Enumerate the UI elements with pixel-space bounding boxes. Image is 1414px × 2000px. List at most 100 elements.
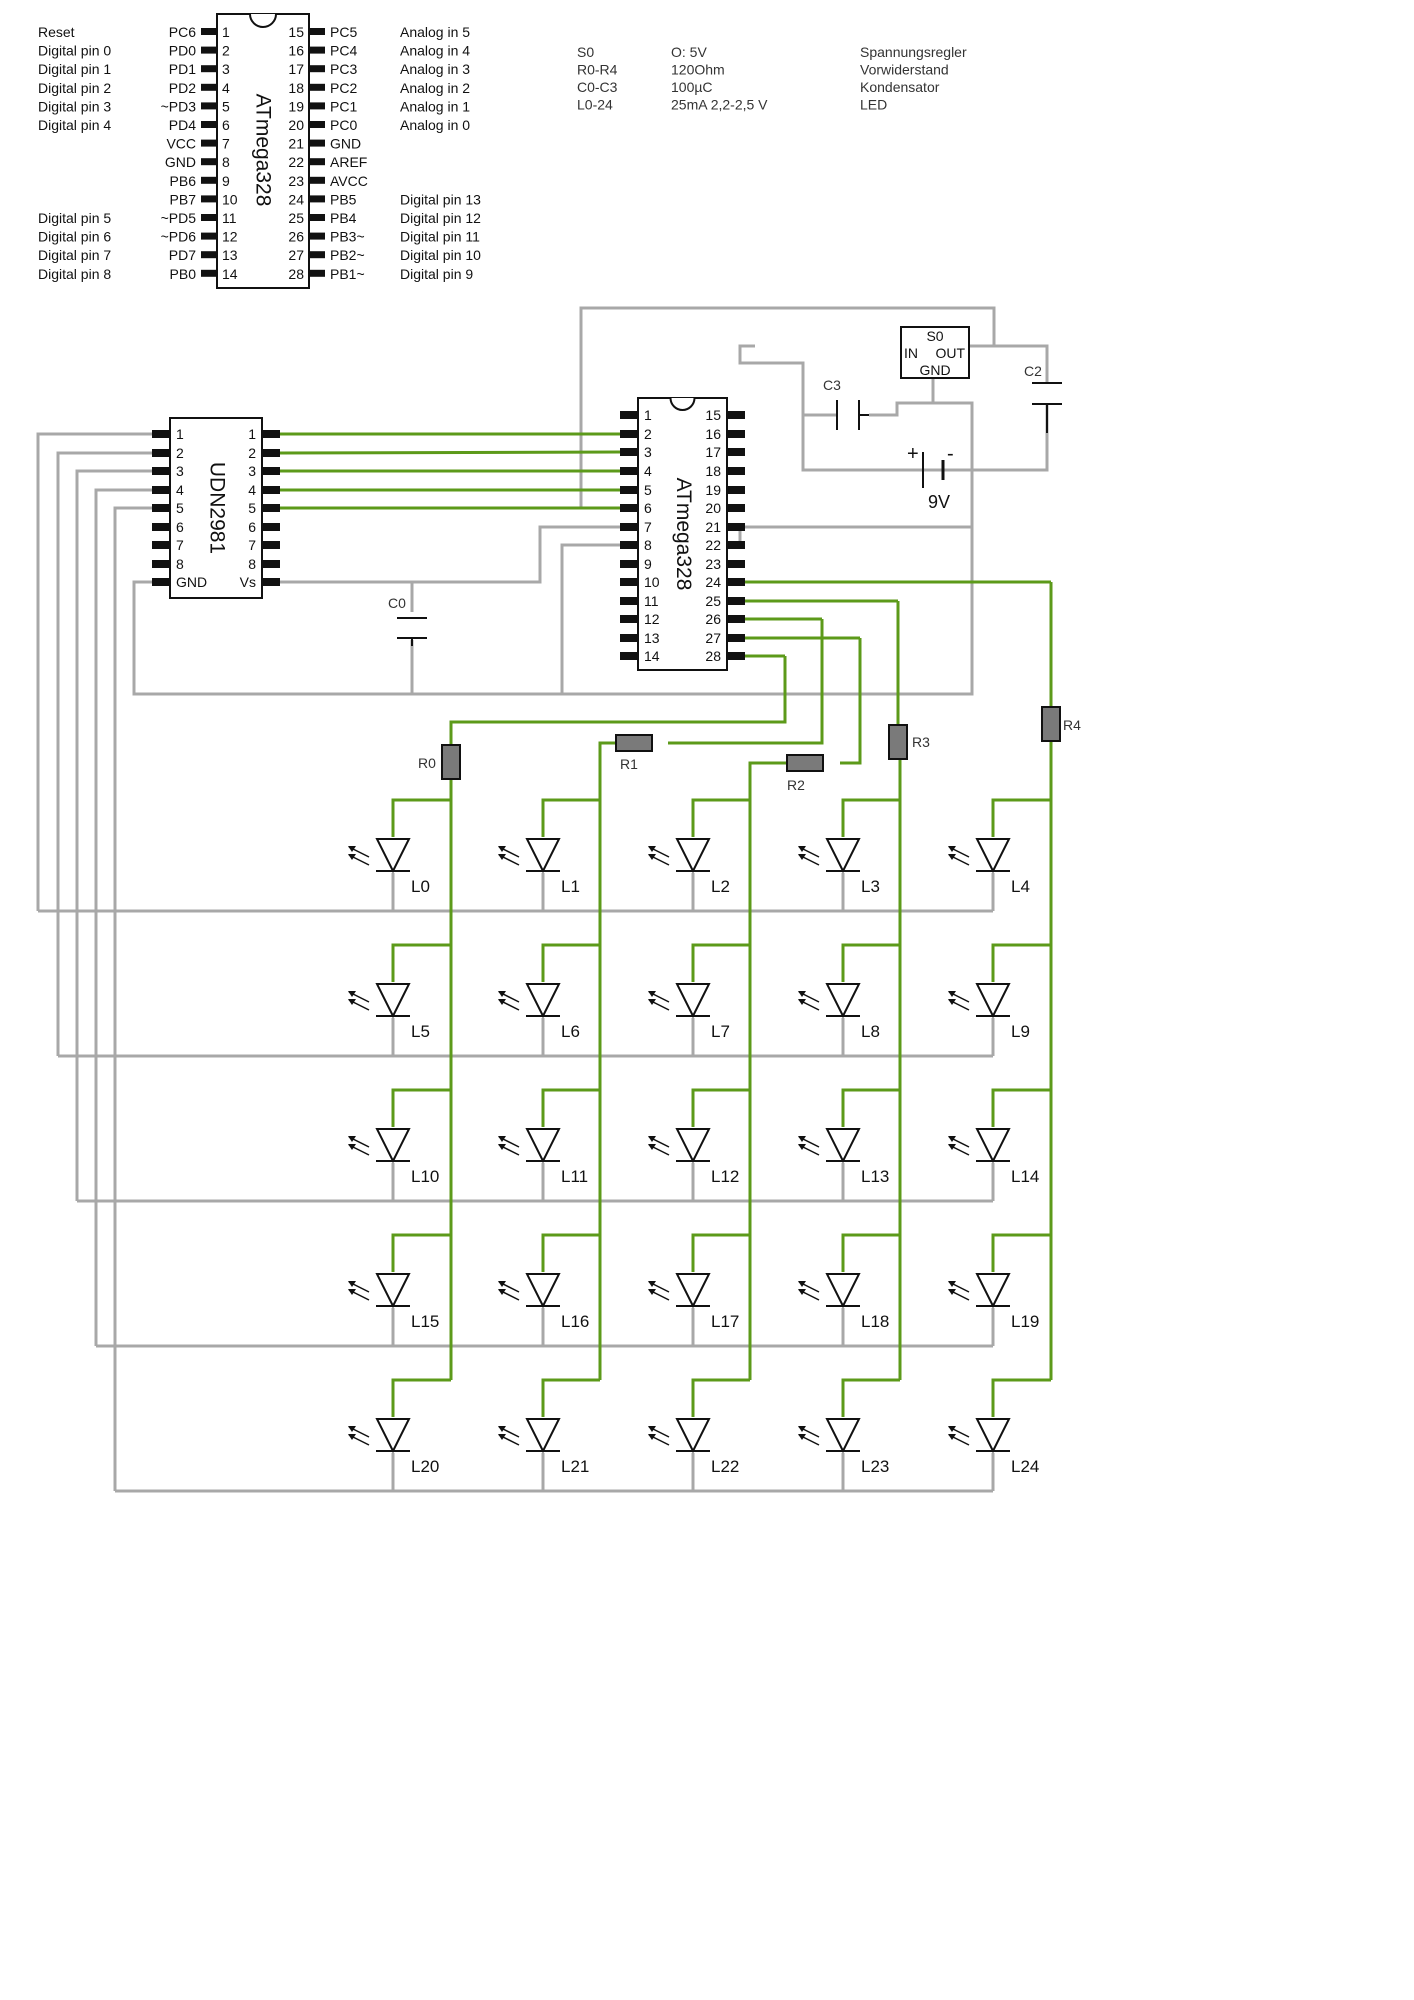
led-label: L9 — [1011, 1022, 1030, 1041]
led-label: L1 — [561, 877, 580, 896]
pinout-port-label: ~PD6 — [161, 229, 197, 245]
led-body — [825, 983, 861, 1019]
mcu-gnd-wire — [560, 543, 620, 694]
pinout-pin-number: 17 — [288, 61, 304, 77]
led-body — [525, 1128, 561, 1164]
capacitor-c0-label: C0 — [388, 595, 406, 611]
atmega328-chip-pin — [727, 615, 745, 623]
led-arrowhead — [948, 991, 956, 997]
pinout-pin-number: 10 — [222, 191, 238, 207]
udn-input-wire — [113, 506, 152, 1491]
led-arrowhead — [948, 999, 956, 1005]
pinout-pin-left — [201, 139, 217, 147]
led-arrowhead — [798, 1136, 806, 1142]
led-body — [975, 1128, 1011, 1164]
led-arrowhead — [648, 999, 656, 1005]
atmega328-chip-pin — [620, 486, 638, 494]
pinout-pin-right — [309, 176, 325, 184]
udn2981-chip-pin-label: 7 — [248, 537, 256, 553]
udn2981-chip-pin — [262, 449, 280, 457]
udn2981-chip-pin — [262, 504, 280, 512]
pinout-pin-right — [309, 102, 325, 110]
atmega328-chip-pin-label: 12 — [644, 611, 660, 627]
udn2981-chip-pin-label: Vs — [240, 574, 256, 590]
pinout-port-label: PC0 — [330, 117, 357, 133]
pinout-port-label: PC1 — [330, 98, 357, 114]
pinout-pin-number: 7 — [222, 136, 230, 152]
led-label: L2 — [711, 877, 730, 896]
pinout-function-label: Digital pin 9 — [400, 266, 473, 282]
pinout-pin-number: 4 — [222, 80, 230, 96]
pinout-pin-left — [201, 232, 217, 240]
led-anode-wire — [841, 1378, 900, 1417]
udn2981-chip-pin-label: 2 — [248, 445, 256, 461]
pinout-port-label: PD4 — [169, 117, 196, 133]
led-anode-wire — [541, 943, 600, 982]
pinout-port-label: AVCC — [330, 173, 368, 189]
atmega328-chip-pin — [620, 430, 638, 438]
atmega328-chip-pin — [727, 448, 745, 456]
capacitor-c2-label: C2 — [1024, 363, 1042, 379]
led-label: L15 — [411, 1312, 439, 1331]
pinout-port-label: ~PD3 — [161, 98, 197, 114]
c2-bottom-wire — [972, 404, 1049, 472]
pinout-pin-left — [201, 102, 217, 110]
pinout-function-label: Digital pin 1 — [38, 61, 111, 77]
led-arrowhead — [948, 1136, 956, 1142]
udn2981-chip-pin-label: 3 — [248, 463, 256, 479]
pinout-function-label: Analog in 0 — [400, 117, 470, 133]
component-layer — [152, 13, 1062, 1454]
led-arrowhead — [498, 999, 506, 1005]
atmega328-chip-pin — [620, 652, 638, 660]
udn2981-chip-pin — [262, 541, 280, 549]
atmega328-chip-pin — [620, 411, 638, 419]
pinout-pin-number: 22 — [288, 154, 304, 170]
led-arrowhead — [798, 1434, 806, 1440]
pinout-pin-left — [201, 28, 217, 35]
pinout-port-label: GND — [330, 136, 361, 152]
led-body — [675, 983, 711, 1019]
pinout-pin-left — [201, 158, 217, 166]
udn2981-chip-pin — [262, 467, 280, 475]
pinout-pin-right — [309, 214, 325, 221]
pinout-port-label: PB6 — [170, 173, 197, 189]
pinout-port-label: PC6 — [169, 24, 196, 40]
led-arrowhead — [798, 1281, 806, 1287]
pinout-function-label: Digital pin 2 — [38, 80, 111, 96]
pinout-pin-left — [201, 251, 217, 259]
c2-top-wire — [994, 344, 1049, 383]
udn2981-chip-pin-label: 7 — [176, 537, 184, 553]
led-arrowhead — [348, 846, 356, 852]
resistor-label: R1 — [620, 756, 638, 772]
pinout-port-label: PB0 — [170, 266, 197, 282]
legend-part-value: 100µC — [671, 79, 713, 95]
udn2981-chip-pin-label: 5 — [248, 500, 256, 516]
atmega328-chip-pin-label: 6 — [644, 500, 652, 516]
led-label: L12 — [711, 1167, 739, 1186]
pinout-function-label: Digital pin 0 — [38, 43, 111, 59]
udn2981-chip-pin-label: 1 — [248, 426, 256, 442]
pinout-pin-right — [309, 121, 325, 128]
atmega328-chip-pin-label: 18 — [705, 463, 721, 479]
battery-voltage-label: 9V — [928, 492, 950, 512]
legend-part-id: R0-R4 — [577, 62, 618, 78]
led-body — [675, 1128, 711, 1164]
atmega328-chip-pin-label: 8 — [644, 537, 652, 553]
led-arrowhead — [498, 1289, 506, 1295]
led-arrowhead — [648, 1426, 656, 1432]
pinout-pin-number: 1 — [222, 24, 230, 40]
udn2981-chip-pin-label: 5 — [176, 500, 184, 516]
pinout-pin-right — [309, 46, 325, 54]
atmega328-chip-pin-label: 19 — [705, 482, 721, 498]
udn2981-chip-pin — [152, 541, 170, 549]
led-anode-wire — [991, 798, 1051, 837]
udn2981-chip-pin-label: 8 — [248, 556, 256, 572]
pinout-chip-body — [216, 13, 310, 289]
pinout-pin-right — [309, 251, 325, 259]
pinout-pin-left — [201, 83, 217, 91]
pinout-function-label: Reset — [38, 24, 75, 40]
led-anode-wire — [691, 1378, 750, 1417]
led-arrowhead — [348, 1136, 356, 1142]
column-bus-2 — [748, 761, 787, 1375]
led-label: L5 — [411, 1022, 430, 1041]
